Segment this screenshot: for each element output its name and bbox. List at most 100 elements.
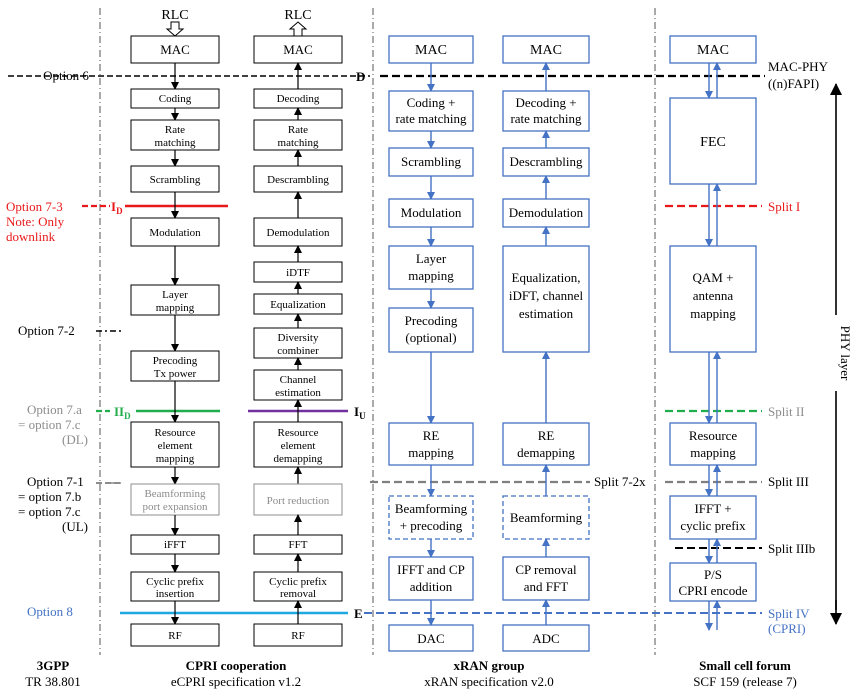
- option-7a-label: Option 7.a: [27, 402, 82, 417]
- split-iid-label: IID: [114, 404, 131, 421]
- block-label: mapping: [408, 268, 454, 283]
- block-label: demapping: [517, 445, 575, 460]
- cpri-ul-cyclic-prefix: Cyclic prefix: [269, 576, 327, 588]
- footer-3gpp-title: 3GPP: [37, 658, 70, 673]
- xran-dl-coding: Coding +: [407, 95, 456, 110]
- split-iv-cpri-label: (CPRI): [768, 621, 806, 636]
- xran-dl-scrambling: Scrambling: [401, 154, 461, 169]
- block-label: matching: [278, 137, 319, 149]
- cpri-dl-coding: Coding: [159, 93, 192, 105]
- split-i-label: Split I: [768, 199, 800, 214]
- block-label: combiner: [277, 345, 319, 357]
- phy-layer-label: PHY layer: [838, 326, 850, 381]
- cpri-ul-rf: RF: [291, 630, 304, 642]
- xran-ul-descrambling: Descrambling: [510, 154, 583, 169]
- cpri-split-labels: D ID IID IU E: [111, 69, 366, 621]
- xran-ul-re-demapping: RE: [538, 428, 555, 443]
- cpri-dl-mac: MAC: [160, 42, 190, 57]
- mac-phy-label: MAC-PHY: [768, 59, 829, 74]
- cpri-dl-precoding: Precoding: [153, 355, 198, 367]
- block-label: estimation: [275, 387, 321, 399]
- block-label: addition: [410, 579, 453, 594]
- phy-layer-indicator: PHY layer: [829, 83, 850, 625]
- block-label: iDFT, channel: [509, 288, 584, 303]
- cpri-rlc: RLC RLC: [161, 8, 312, 37]
- block-label: rate matching: [510, 111, 582, 126]
- xran-ul-decoding: Decoding +: [515, 95, 576, 110]
- rlc-dl-arrow-icon: [165, 21, 185, 37]
- block-label: + precoding: [400, 518, 463, 533]
- xran-dl-ifft-cp: IFFT and CP: [397, 562, 465, 577]
- cpri-ul-re-demapping: Resource: [278, 427, 319, 439]
- block-label: I: [354, 404, 359, 419]
- cpri-dl-beamforming: Beamforming: [144, 488, 206, 500]
- xran-dl-modulation: Modulation: [401, 205, 462, 220]
- cpri-dl-ifft: iFFT: [164, 539, 186, 551]
- block-label: antenna: [693, 288, 734, 303]
- column-footers: 3GPP TR 38.801 CPRI cooperation eCPRI sp…: [25, 658, 797, 689]
- block-label: mapping: [408, 445, 454, 460]
- option-7-1-label-4: (UL): [62, 519, 88, 534]
- cpri-ul-decoding: Decoding: [277, 93, 320, 105]
- option-7-1-label-2: = option 7.b: [18, 489, 81, 504]
- xran-dl-re-mapping: RE: [423, 428, 440, 443]
- cpri-ul-rate-matching: Rate: [288, 124, 308, 136]
- option-7-1-label: Option 7-1: [27, 474, 84, 489]
- footer-scf-title: Small cell forum: [699, 658, 791, 673]
- block-label: Tx power: [154, 368, 197, 380]
- cpri-ul-channel-estimation: Channel: [280, 374, 317, 386]
- xran-ul-beamforming: Beamforming: [510, 510, 583, 525]
- cpri-ul-fft: FFT: [289, 539, 308, 551]
- xran-dl-layer-mapping: Layer: [416, 251, 447, 266]
- scf-qam-mapping: QAM +: [693, 270, 734, 285]
- block-label: I: [111, 199, 116, 214]
- xran-dl-precoding: Precoding: [405, 313, 458, 328]
- xran-ul-demodulation: Demodulation: [509, 205, 584, 220]
- cpri-dl-chain: MAC Coding Rate matching Scrambling Modu…: [130, 35, 220, 647]
- option-7-3-note-label-2: downlink: [6, 229, 56, 244]
- cpri-dl-re-mapping: Resource: [155, 427, 196, 439]
- block-label: D: [124, 411, 131, 421]
- scf-ifft-cyclic-prefix: IFFT +: [694, 501, 731, 516]
- scf-chain: MAC FEC QAM + antenna mapping Resource m…: [669, 35, 757, 631]
- xran-ul-cp-removal: CP removal: [515, 562, 577, 577]
- block-label: D: [116, 206, 123, 216]
- cpri-dl-scrambling: Scrambling: [150, 174, 201, 186]
- option-8-label: Option 8: [27, 604, 73, 619]
- cpri-ul-chain: MAC Decoding Rate matching Descrambling …: [253, 35, 343, 647]
- block-label: (optional): [405, 330, 456, 345]
- split-iiib-label: Split IIIb: [768, 541, 815, 556]
- block-label: insertion: [156, 588, 195, 600]
- option-7a-label-3: (DL): [62, 432, 88, 447]
- cpri-ul-demodulation: Demodulation: [267, 227, 330, 239]
- scf-fec: FEC: [700, 135, 726, 150]
- block-label: and FFT: [524, 579, 568, 594]
- xran-dl-beamforming: Beamforming: [395, 501, 468, 516]
- block-label: mapping: [156, 302, 195, 314]
- block-label: element: [281, 440, 316, 452]
- option-7-3-label: Option 7-3: [6, 199, 63, 214]
- footer-cpri-subtitle: eCPRI specification v1.2: [171, 674, 301, 689]
- xran-ul-adc: ADC: [532, 631, 559, 646]
- option-7a-label-2: = option 7.c: [18, 417, 81, 432]
- xran-dl-chain: MAC Coding + rate matching Scrambling Mo…: [388, 35, 474, 652]
- option-7-1-label-3: = option 7.c: [18, 504, 81, 519]
- split-iv-label: Split IV: [768, 606, 810, 621]
- cpri-dl-cyclic-prefix: Cyclic prefix: [146, 576, 204, 588]
- cpri-dl-rate-matching: Rate: [165, 124, 185, 136]
- block-label: demapping: [274, 453, 323, 465]
- cpri-ul-equalization: Equalization: [270, 299, 326, 311]
- xran-dl-dac: DAC: [417, 631, 444, 646]
- xran-ul-chain: MAC Decoding + rate matching Descramblin…: [502, 35, 590, 652]
- xran-ul-equalization: Equalization,: [512, 270, 581, 285]
- scf-split-labels: MAC-PHY ((n)FAPI) Split I Split II Split…: [768, 59, 829, 636]
- cpri-dl-layer-mapping: Layer: [162, 289, 188, 301]
- split-iu-label: IU: [354, 404, 366, 421]
- block-label: removal: [280, 588, 316, 600]
- rlc-dl-label: RLC: [161, 8, 188, 23]
- footer-3gpp-subtitle: TR 38.801: [25, 674, 81, 689]
- footer-cpri-title: CPRI cooperation: [186, 658, 288, 673]
- block-label: rate matching: [395, 111, 467, 126]
- footer-scf-subtitle: SCF 159 (release 7): [693, 674, 797, 689]
